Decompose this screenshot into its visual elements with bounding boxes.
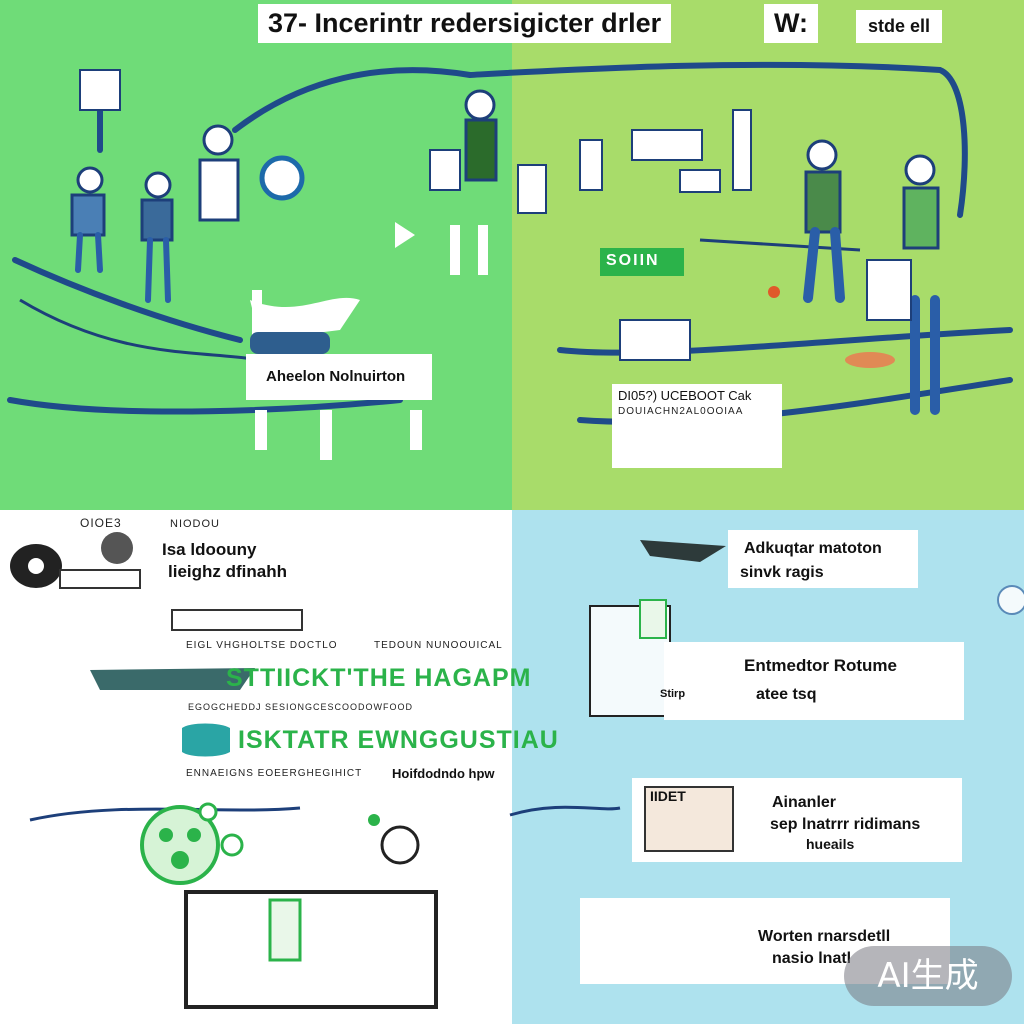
br-card4-line2: nasio lnatl bbox=[772, 950, 852, 967]
br-card2-line2: atee tsq bbox=[756, 686, 817, 703]
green-sign-text: SOIIN bbox=[606, 252, 660, 269]
top-loop-line bbox=[232, 61, 968, 218]
br-card3-line2: sep lnatrrr ridimans bbox=[770, 816, 921, 833]
br-card4-line1: Worten rnarsdetll bbox=[758, 928, 891, 945]
red-dot-icon bbox=[768, 286, 780, 298]
bl-headline2: ISKTATR EWNGGUSTIAU bbox=[238, 726, 559, 754]
bl-small-row2: EGOGCHEDDJ SESIONGCESCOODOWFOOD bbox=[188, 702, 414, 712]
note-card bbox=[382, 762, 508, 820]
info-card bbox=[612, 384, 782, 468]
caption-card bbox=[246, 354, 432, 400]
robot-face-icon bbox=[140, 805, 220, 885]
br-card-1 bbox=[728, 530, 918, 588]
bl-line1: Isa ldoouny bbox=[162, 540, 257, 559]
br-card3-line1: Ainanler bbox=[772, 794, 837, 811]
page-title: 37- Incerintr redersigicter drler bbox=[258, 4, 672, 43]
shop-icon bbox=[644, 786, 734, 852]
br-card3-line3: hueails bbox=[806, 836, 855, 852]
info-card-line2: DOUIACHN2AL0OOIAA bbox=[618, 406, 744, 417]
br-card2-line1: Entmedtor Rotume bbox=[744, 656, 897, 675]
caption-text: Aheelon Nolnuirton bbox=[266, 368, 406, 385]
ai-generated-badge: AI生成 bbox=[844, 946, 1012, 1006]
bl-small-row3: ENNAEIGNS EOEERGHEGIHICT bbox=[186, 768, 363, 779]
tag-small: NIODOU bbox=[170, 518, 220, 530]
info-card-line1: DI05?) UCEBOOT Cak bbox=[618, 388, 752, 403]
side-label: stde ell bbox=[856, 10, 943, 43]
br-card1-line2: sinvk ragis bbox=[740, 564, 824, 581]
tag-code: OIOE3 bbox=[80, 516, 122, 530]
bl-small-row: EIGL VHGHOLTSE DOCTLO bbox=[186, 640, 338, 651]
br-card1-line1: Adkuqtar matoton bbox=[744, 540, 882, 557]
bl-line2: lieighz dfinahh bbox=[168, 562, 287, 581]
shop-sign: IIDET bbox=[650, 788, 686, 804]
br-card-2 bbox=[664, 642, 964, 720]
bl-headline: STTIICKT'THE HAGAPM bbox=[226, 664, 532, 692]
bl-note: Hoifdodndo hpw bbox=[392, 766, 495, 781]
play-arrow-icon bbox=[395, 222, 415, 248]
bl-small-row-right: TEDOUN NUNOOUICAL bbox=[374, 640, 503, 651]
title-suffix: W: bbox=[764, 4, 818, 43]
br-card2-small: Stirp bbox=[660, 688, 686, 700]
globe-icon bbox=[259, 155, 305, 201]
